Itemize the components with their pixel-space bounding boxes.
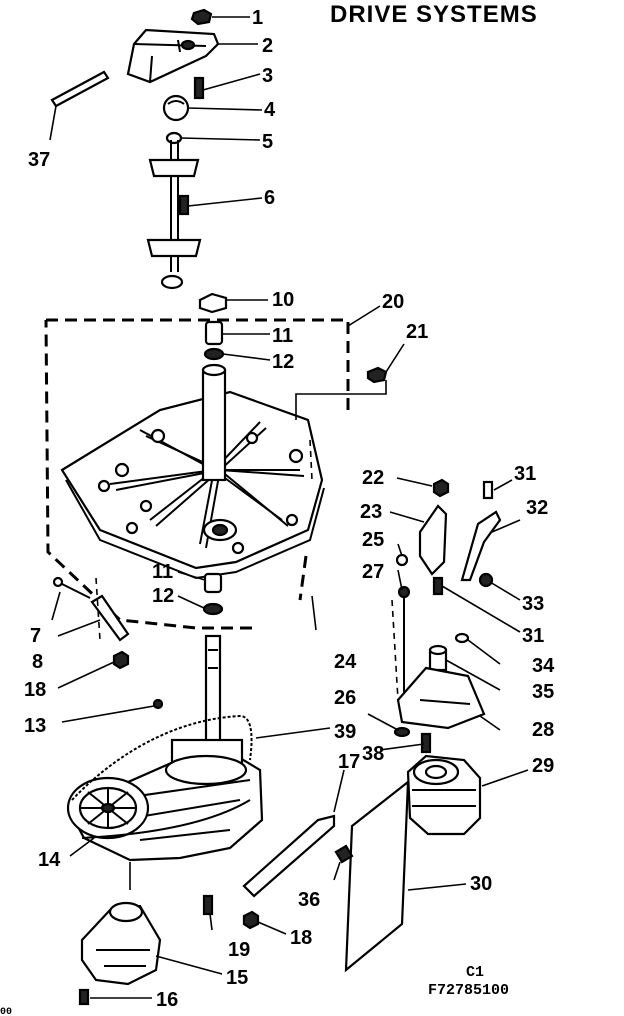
callout-12: 12	[272, 351, 294, 373]
callout-3: 3	[262, 65, 273, 87]
callout-32: 32	[526, 497, 548, 519]
part-16-screw	[78, 988, 90, 1006]
corner-mark: 00	[0, 1007, 12, 1016]
callout-16: 16	[156, 989, 178, 1011]
callout-4: 4	[264, 99, 276, 121]
callout-23: 23	[360, 501, 382, 523]
center-post	[201, 363, 227, 482]
leader-lines	[49, 16, 529, 999]
callout-20: 20	[382, 291, 404, 313]
callout-2: 2	[262, 35, 273, 57]
part-33-nut	[478, 572, 494, 588]
assembly-20-boundary	[44, 318, 350, 630]
part-18-nut-bottom	[242, 910, 260, 930]
callout-29: 29	[532, 755, 554, 777]
main-shaft	[204, 634, 222, 758]
part-18-nut-left	[112, 650, 130, 670]
part-10-nut	[198, 292, 228, 314]
callout-12-bottom: 12	[152, 585, 174, 607]
part-29-motor	[406, 754, 482, 836]
part-19-bolt	[202, 894, 214, 916]
callout-31-mid: 31	[522, 625, 544, 647]
part-32-bracket	[460, 510, 502, 582]
callout-31-top: 31	[514, 463, 536, 485]
callout-11-bottom: 11	[152, 561, 173, 583]
part-1-nut	[190, 8, 213, 26]
part-8-clip	[90, 594, 130, 642]
callout-10: 10	[272, 289, 294, 311]
part-39-belt	[71, 714, 253, 839]
part-11-bushing-bottom	[203, 572, 223, 594]
callout-18-left: 18	[24, 679, 46, 701]
callout-33: 33	[522, 593, 544, 615]
callout-30: 30	[470, 873, 492, 895]
callout-labels: 1 2 3 4 5 6 10 20 11 12 21 37 22 31 23 3…	[24, 7, 555, 1011]
callout-26: 26	[334, 687, 356, 709]
callout-28: 28	[532, 719, 554, 741]
part-5-6-shaft-assembly	[146, 131, 202, 290]
footer-code-part-number: F72785100	[428, 982, 509, 999]
part-35-pulley	[428, 644, 448, 672]
part-31-screw-mid	[432, 576, 444, 596]
diagram-title: DRIVE SYSTEMS	[330, 1, 538, 28]
callout-36: 36	[298, 889, 320, 911]
part-15-pump	[80, 901, 162, 986]
callout-18-bottom: 18	[290, 927, 312, 949]
part-12-washer-top	[203, 347, 225, 361]
part-4-ball	[162, 94, 190, 122]
callout-27: 27	[362, 561, 384, 583]
callout-38: 38	[362, 743, 384, 765]
callout-19: 19	[228, 939, 250, 961]
callout-39: 39	[334, 721, 356, 743]
callout-25: 25	[362, 529, 384, 551]
part-34-washer	[454, 632, 470, 644]
part-3-screw	[193, 76, 205, 100]
part-28-motor-mount	[396, 666, 486, 730]
callout-34: 34	[532, 655, 555, 677]
part-23-bracket	[418, 504, 448, 576]
part-22-nut	[432, 478, 450, 498]
part-2-bracket	[126, 28, 220, 84]
callout-8: 8	[32, 651, 43, 673]
footer-code-c1: C1	[466, 964, 484, 981]
part-13-fastener	[152, 698, 164, 710]
callout-1: 1	[252, 7, 263, 29]
callout-11: 11	[272, 325, 293, 347]
callout-7: 7	[30, 625, 41, 647]
part-37-rod	[50, 70, 110, 108]
part-36-screw	[334, 844, 354, 864]
callout-13: 13	[24, 715, 46, 737]
part-7-screw	[52, 576, 91, 599]
part-12-washer-bottom	[202, 602, 224, 616]
callout-35: 35	[532, 681, 554, 703]
part-31-screw-top	[482, 480, 494, 500]
part-26-washer	[393, 726, 411, 738]
part-38-bolt	[420, 732, 432, 754]
callout-22: 22	[362, 467, 384, 489]
callout-24: 24	[334, 651, 357, 673]
callout-5: 5	[262, 131, 273, 153]
callout-37: 37	[28, 149, 50, 171]
part-17-arm	[242, 814, 336, 898]
callout-17: 17	[338, 751, 360, 773]
part-30-panel	[344, 779, 410, 973]
part-14-pulley	[66, 776, 150, 840]
mounting-plate	[60, 390, 325, 580]
callout-6: 6	[264, 187, 275, 209]
callout-15: 15	[226, 967, 248, 989]
callout-14: 14	[38, 849, 61, 871]
part-21-nut	[366, 366, 388, 384]
part-11-bushing-top	[204, 320, 224, 346]
callout-21: 21	[406, 321, 428, 343]
